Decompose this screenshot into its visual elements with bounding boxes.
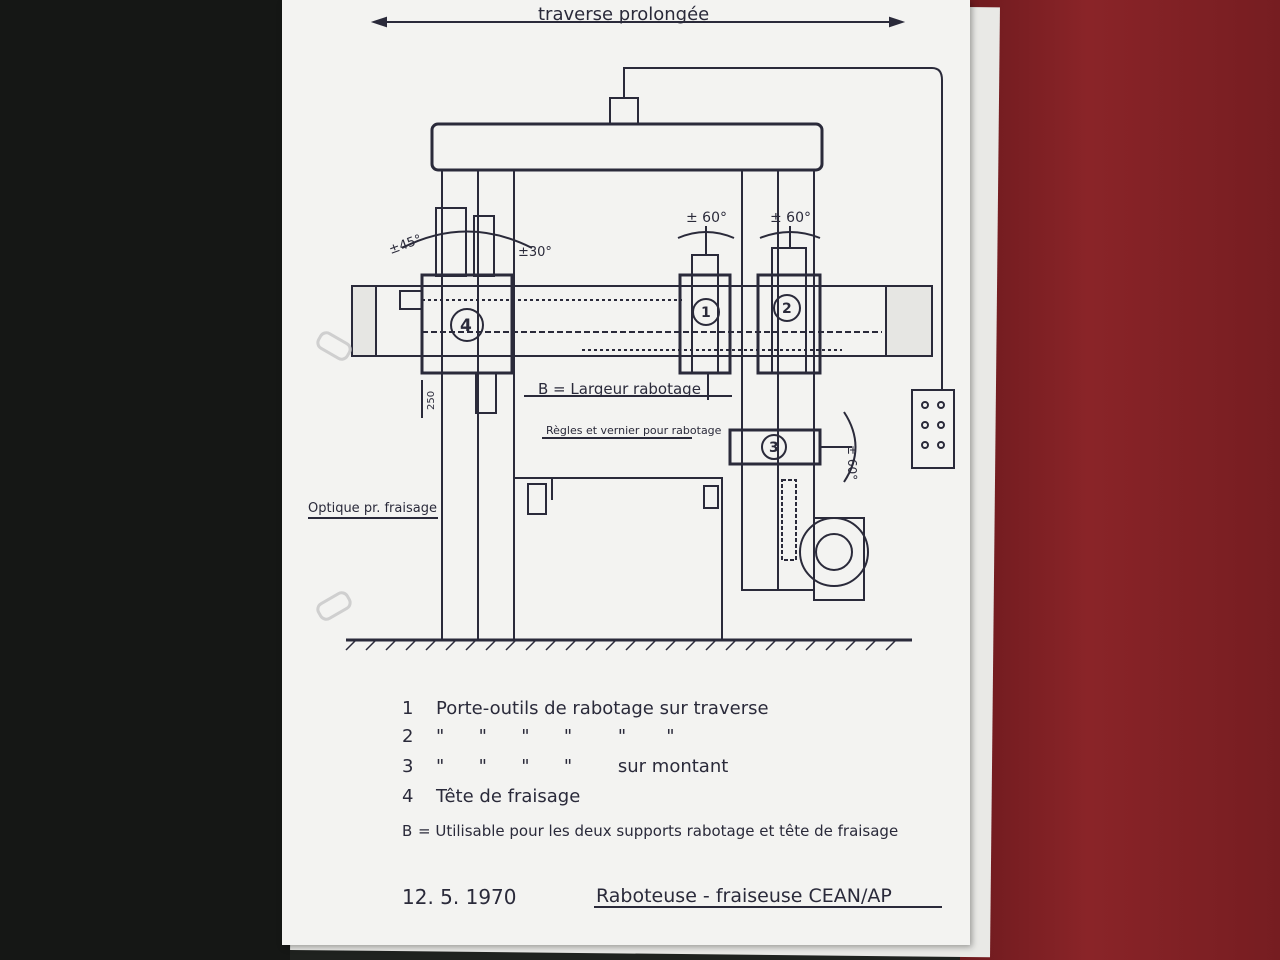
drive-wheel xyxy=(799,517,869,587)
footer-title: Raboteuse - fraiseuse CEAN/AP xyxy=(596,885,892,907)
binder-cover xyxy=(960,0,1280,960)
legend-text-b: = Utilisable pour les deux supports rabo… xyxy=(418,822,898,840)
optics-label: Optique pr. fraisage xyxy=(308,501,437,516)
rules-label: Règles et vernier pour rabotage xyxy=(546,424,722,437)
background-shadow xyxy=(0,0,290,960)
cable xyxy=(623,67,943,390)
angle-left-b: ±30° xyxy=(518,245,552,260)
circle-2-label: 2 xyxy=(782,301,792,317)
arc-3 xyxy=(843,411,857,483)
circle-3-label: 3 xyxy=(769,440,779,456)
table-right-leg xyxy=(700,477,723,640)
head-4-tool xyxy=(475,372,497,414)
circle-4-label: 4 xyxy=(460,316,472,336)
rail-end-left xyxy=(351,285,377,357)
traverse-rail xyxy=(351,285,933,357)
circle-2 xyxy=(773,294,801,322)
angle-1-label: ± 60° xyxy=(686,210,727,226)
legend-num-4: 4 xyxy=(402,786,413,807)
drawing-sheet: traverse prolongée ±45° ±30° ± 60° ± 60°… xyxy=(282,0,970,945)
optics-unit xyxy=(527,483,547,515)
dim-250-label: 250 xyxy=(426,391,437,410)
legend-num-3: 3 xyxy=(402,756,413,777)
footer-date: 12. 5. 1970 xyxy=(402,885,517,909)
legend-num-b: B xyxy=(402,822,412,840)
drive-housing xyxy=(813,517,865,601)
top-crossbeam xyxy=(430,122,824,172)
head-4-knob xyxy=(399,290,423,310)
left-column-outer xyxy=(441,169,479,641)
circle-1-label: 1 xyxy=(701,305,711,321)
angle-left-a: ±45° xyxy=(387,232,424,258)
right-column-inner xyxy=(777,169,815,591)
pendant-button-3 xyxy=(921,421,929,429)
right-column-scale xyxy=(781,479,797,561)
pendant-button-4 xyxy=(937,421,945,429)
head-4-spindle-top xyxy=(435,207,467,277)
legend-text-3: " " " " sur montant xyxy=(436,756,728,777)
tool-holder-2 xyxy=(756,273,822,375)
top-dimension-label: traverse prolongée xyxy=(538,4,709,25)
arrow-right-icon xyxy=(889,16,906,28)
angle-2-label: ± 60° xyxy=(770,210,811,226)
head-4-motor xyxy=(473,215,495,277)
legend-num-2: 2 xyxy=(402,726,413,747)
table-clamp xyxy=(703,485,719,509)
width-label: B = Largeur rabotage xyxy=(538,380,701,398)
circle-1 xyxy=(692,298,720,326)
circle-3 xyxy=(761,434,787,460)
angle-3-label: ± 60° xyxy=(845,445,859,480)
legend-text-4: Tête de fraisage xyxy=(435,786,580,807)
drive-hub xyxy=(815,533,853,571)
legend-num-1: 1 xyxy=(402,698,413,719)
legend-text-1: Porte-outils de rabotage sur traverse xyxy=(436,698,769,719)
ground-hatch xyxy=(345,639,897,651)
pendant-button-6 xyxy=(937,441,945,449)
pendant-button-2 xyxy=(937,401,945,409)
arc-left xyxy=(401,230,533,249)
rail-end-right xyxy=(885,285,933,357)
arrow-left-icon xyxy=(370,16,387,28)
pendant-button-1 xyxy=(921,401,929,409)
legend-text-2: " " " " " " xyxy=(436,726,675,747)
top-motor xyxy=(609,97,639,125)
pendant-button-5 xyxy=(921,441,929,449)
pendant-control xyxy=(911,389,955,469)
machine-diagram: traverse prolongée ±45° ±30° ± 60° ± 60°… xyxy=(308,4,955,909)
circle-4 xyxy=(450,308,484,342)
